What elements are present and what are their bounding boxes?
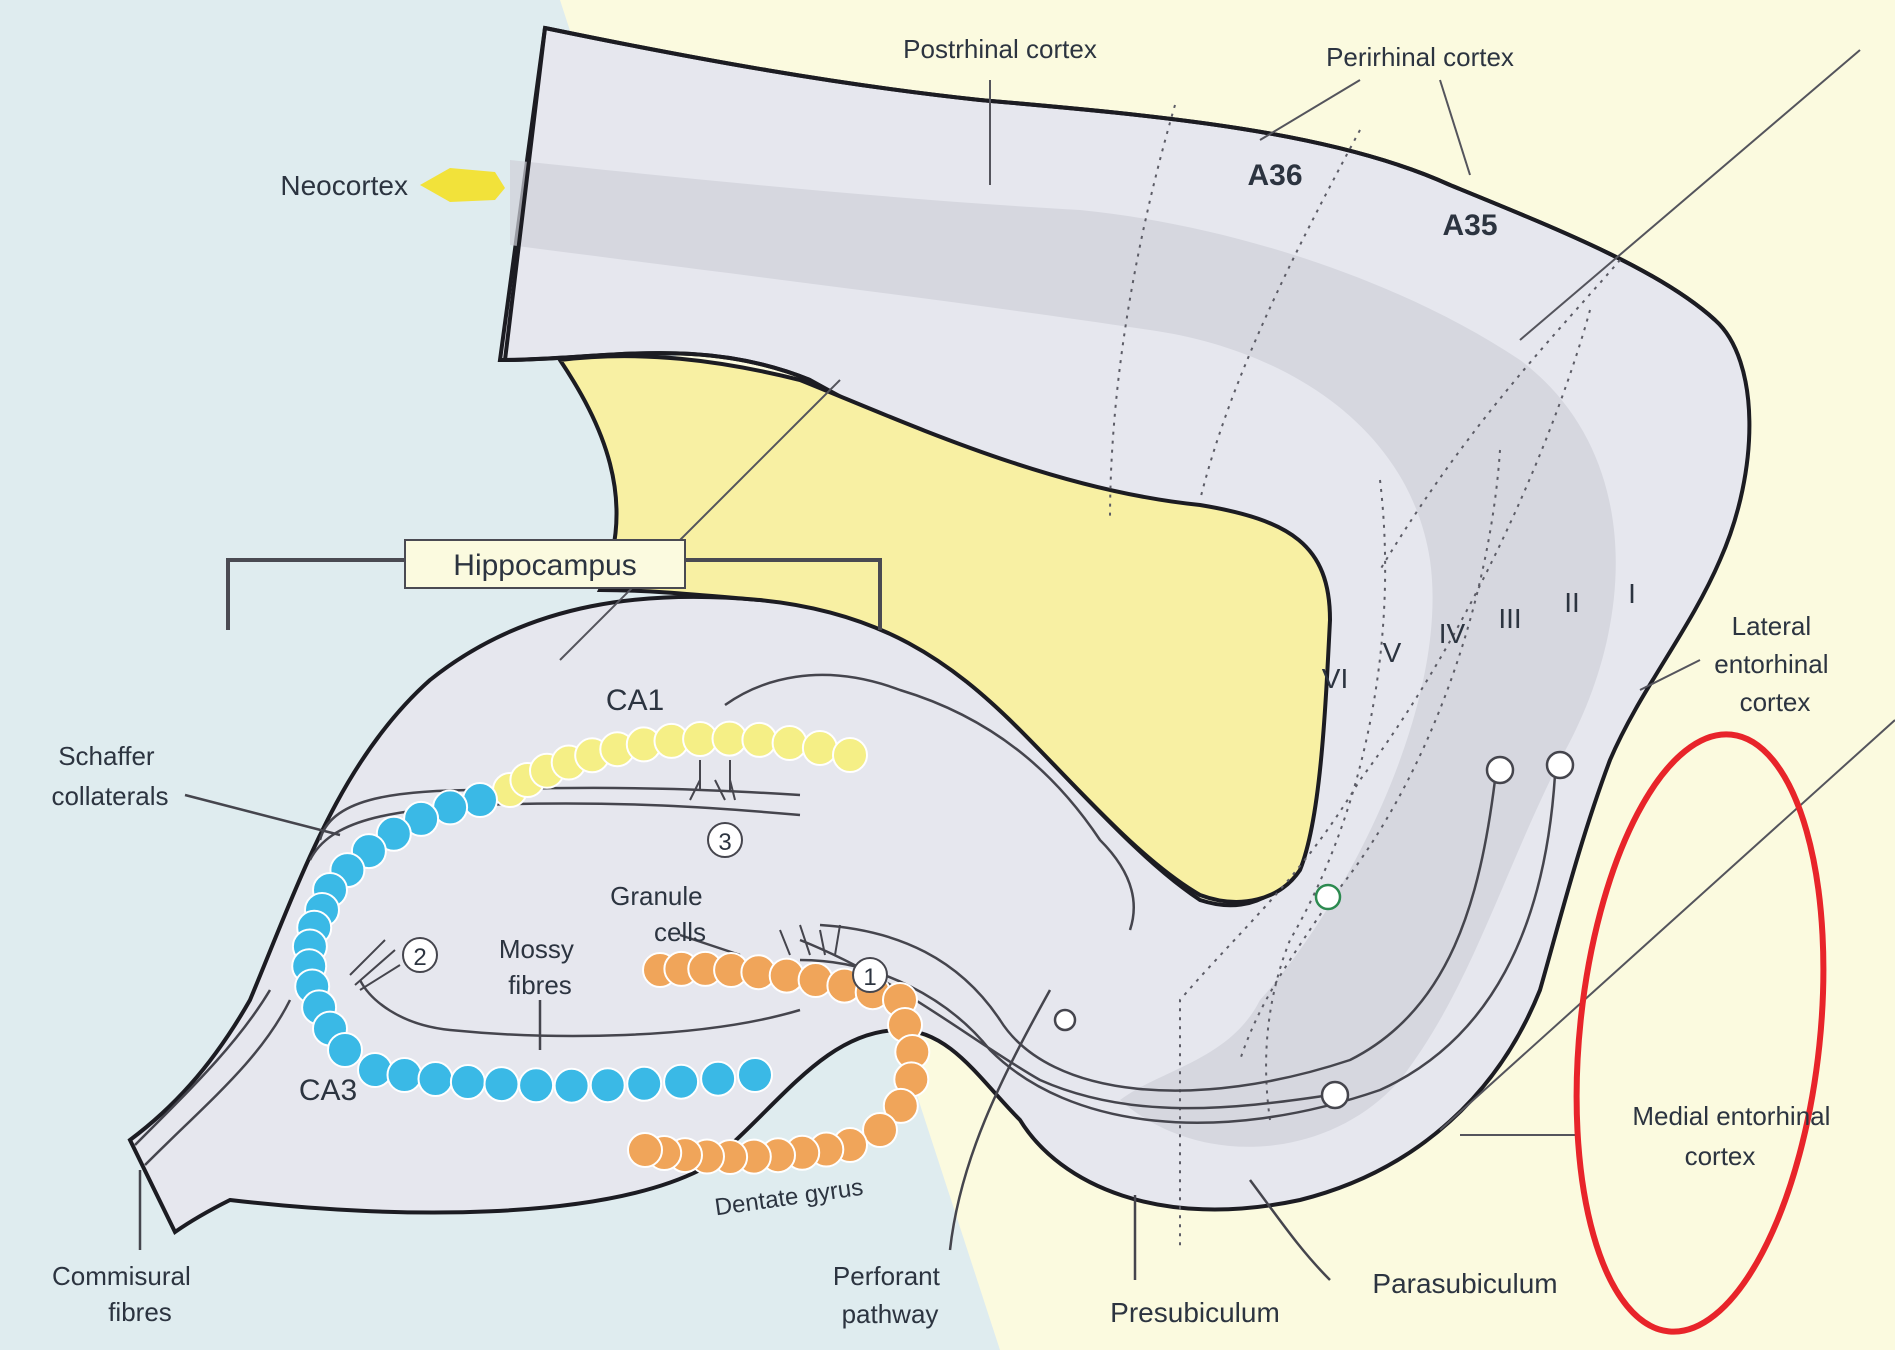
a35-label: A35 bbox=[1442, 209, 1497, 242]
schaffer-line-2: collaterals bbox=[51, 781, 168, 811]
ca1-cell bbox=[833, 738, 867, 772]
presubiculum-label: Presubiculum bbox=[1110, 1297, 1280, 1328]
ca1-label: CA1 bbox=[606, 684, 664, 717]
ca3-label: CA3 bbox=[299, 1074, 357, 1107]
perforant-line-2: pathway bbox=[842, 1299, 939, 1329]
ca3-cell bbox=[451, 1065, 485, 1099]
ca3-cell bbox=[664, 1065, 698, 1099]
neuron-deep bbox=[1316, 885, 1340, 909]
ca3-cell bbox=[701, 1062, 735, 1096]
schaffer-line-1: Schaffer bbox=[58, 741, 155, 771]
ca1-cell bbox=[773, 726, 807, 760]
mossy-line-2: fibres bbox=[508, 970, 572, 1000]
synapse-label-3: 3 bbox=[718, 829, 731, 856]
ca1-cell bbox=[713, 722, 747, 756]
layer-label-iii: III bbox=[1498, 603, 1521, 634]
ca3-cell bbox=[555, 1069, 589, 1103]
parasubiculum-label: Parasubiculum bbox=[1372, 1268, 1557, 1299]
ca3-cell bbox=[485, 1067, 519, 1101]
neuron-perforant bbox=[1055, 1010, 1075, 1030]
granule-line-1: Granule bbox=[610, 881, 703, 911]
ca3-cell bbox=[627, 1067, 661, 1101]
postrhinal-label: Postrhinal cortex bbox=[903, 34, 1097, 64]
layer-label-i: I bbox=[1628, 578, 1636, 609]
synapse-label-2: 2 bbox=[413, 944, 426, 971]
ca3-cell bbox=[738, 1058, 772, 1092]
granule-cell bbox=[628, 1133, 662, 1167]
ca3-cell bbox=[463, 783, 497, 817]
lateral-ec-line-2: entorhinal bbox=[1714, 649, 1828, 679]
ca3-cell bbox=[419, 1062, 453, 1096]
layer-label-v: V bbox=[1383, 637, 1402, 668]
granule-cell bbox=[863, 1113, 897, 1147]
layer-label-vi: VI bbox=[1322, 663, 1348, 694]
neuron-layer-2a bbox=[1487, 757, 1513, 783]
ca3-cell bbox=[328, 1033, 362, 1067]
medial-ec-line-2: cortex bbox=[1685, 1141, 1756, 1171]
ca1-cell bbox=[742, 723, 776, 757]
ca1-cell bbox=[803, 731, 837, 765]
neuron-layer-5 bbox=[1322, 1082, 1348, 1108]
mossy-line-1: Mossy bbox=[499, 934, 574, 964]
perirhinal-label: Perirhinal cortex bbox=[1326, 42, 1514, 72]
layer-label-iv: IV bbox=[1439, 618, 1466, 649]
hippocampus-label: Hippocampus bbox=[453, 549, 636, 582]
a36-label: A36 bbox=[1247, 159, 1302, 192]
neuron-layer-2b bbox=[1547, 752, 1573, 778]
medial-ec-line-1: Medial entorhinal bbox=[1632, 1101, 1830, 1131]
lateral-ec-line-3: cortex bbox=[1740, 687, 1811, 717]
ca3-cell bbox=[388, 1058, 422, 1092]
ca3-cell bbox=[591, 1068, 625, 1102]
layer-label-ii: II bbox=[1564, 587, 1580, 618]
commissural-line-2: fibres bbox=[108, 1297, 172, 1327]
neocortex-label: Neocortex bbox=[280, 170, 408, 201]
ca3-cell bbox=[519, 1068, 553, 1102]
synapse-label-1: 1 bbox=[863, 964, 876, 991]
commissural-line-1: Commisural bbox=[52, 1261, 191, 1291]
perforant-line-1: Perforant bbox=[833, 1261, 941, 1291]
lateral-ec-line-1: Lateral bbox=[1732, 611, 1812, 641]
granule-line-2: cells bbox=[654, 917, 706, 947]
ca3-cell bbox=[358, 1053, 392, 1087]
